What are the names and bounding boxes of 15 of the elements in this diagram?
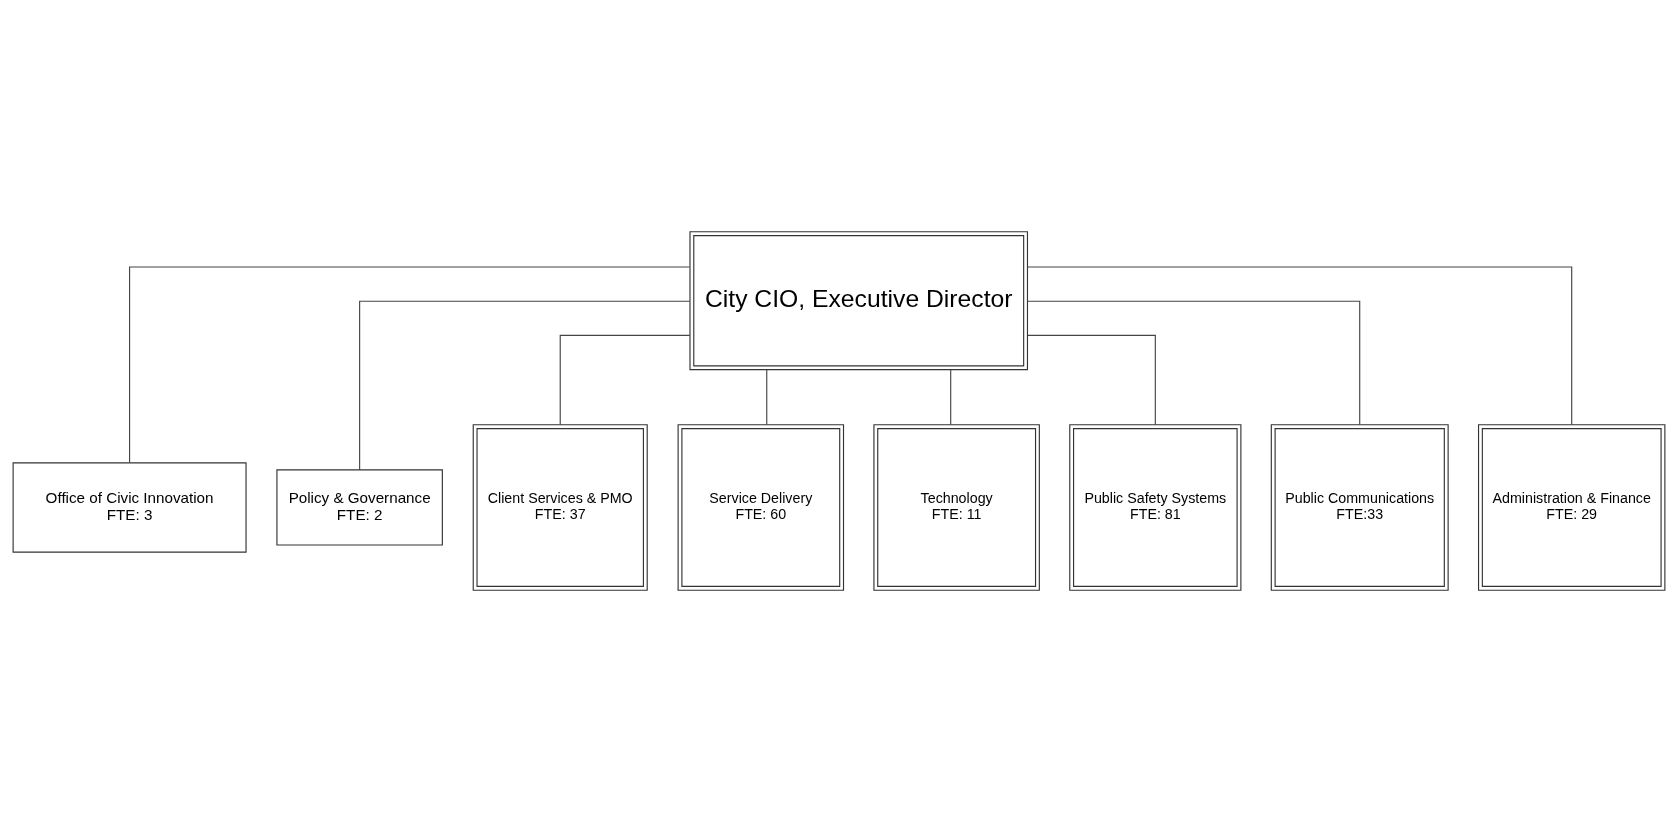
node-box: Public Communications FTE:33 <box>1270 423 1449 591</box>
connector <box>359 300 691 470</box>
node-box: City CIO, Executive Director <box>689 230 1029 370</box>
node-box: Service Delivery FTE: 60 <box>677 423 845 591</box>
connector <box>1027 334 1156 425</box>
connector <box>129 265 691 463</box>
node-box: Client Services & PMO FTE: 37 <box>472 423 648 591</box>
connector <box>559 334 691 425</box>
node-box: Office of Civic Innovation FTE: 3 <box>12 461 247 553</box>
connector <box>1027 265 1573 425</box>
connector <box>950 368 952 425</box>
connector <box>1027 300 1361 425</box>
node-box: Policy & Governance FTE: 2 <box>276 468 443 546</box>
node-box: Public Safety Systems FTE: 81 <box>1069 423 1242 591</box>
connector <box>766 368 768 425</box>
